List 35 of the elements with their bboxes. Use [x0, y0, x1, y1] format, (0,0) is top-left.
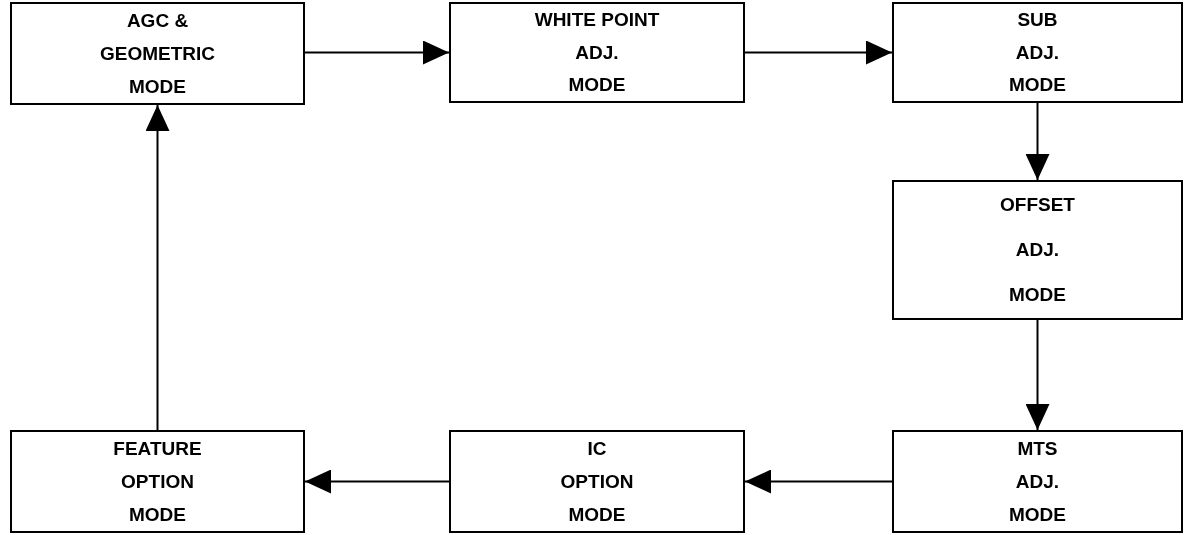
arrow [145, 104, 170, 431]
arrow [744, 40, 893, 65]
arrow [304, 40, 450, 65]
box-label: ADJ. [1015, 40, 1060, 65]
process-box [892, 430, 1183, 533]
arrow [1025, 102, 1050, 181]
box-label: OFFSET [1000, 192, 1075, 217]
box-label: AGC & [126, 8, 189, 33]
box-label: GEOMETRIC [99, 41, 216, 66]
process-box [892, 2, 1183, 103]
box-label: MTS [1017, 436, 1058, 461]
box-label: WHITE POINT [534, 8, 660, 33]
box-label: MODE [129, 74, 186, 99]
box-label: MODE [129, 502, 186, 527]
box-label: MODE [1009, 72, 1066, 97]
box-label: SUB [1017, 8, 1058, 33]
process-box [892, 180, 1183, 320]
box-label: MODE [568, 502, 626, 527]
process-box [10, 2, 305, 105]
box-label: ADJ. [1015, 469, 1060, 494]
arrow [1025, 319, 1050, 431]
box-label: FEATURE [113, 436, 202, 461]
box-label: MODE [1009, 283, 1066, 308]
arrow [304, 469, 450, 494]
process-box [10, 430, 305, 533]
box-label: MODE [1009, 502, 1066, 527]
box-label: MODE [568, 72, 626, 97]
box-label: OPTION [560, 469, 634, 494]
process-box [449, 430, 745, 533]
process-box [449, 2, 745, 103]
box-label: IC [587, 436, 607, 461]
arrow [744, 469, 893, 494]
box-label: OPTION [121, 469, 194, 494]
box-label: ADJ. [575, 40, 619, 65]
box-label: ADJ. [1015, 238, 1060, 262]
